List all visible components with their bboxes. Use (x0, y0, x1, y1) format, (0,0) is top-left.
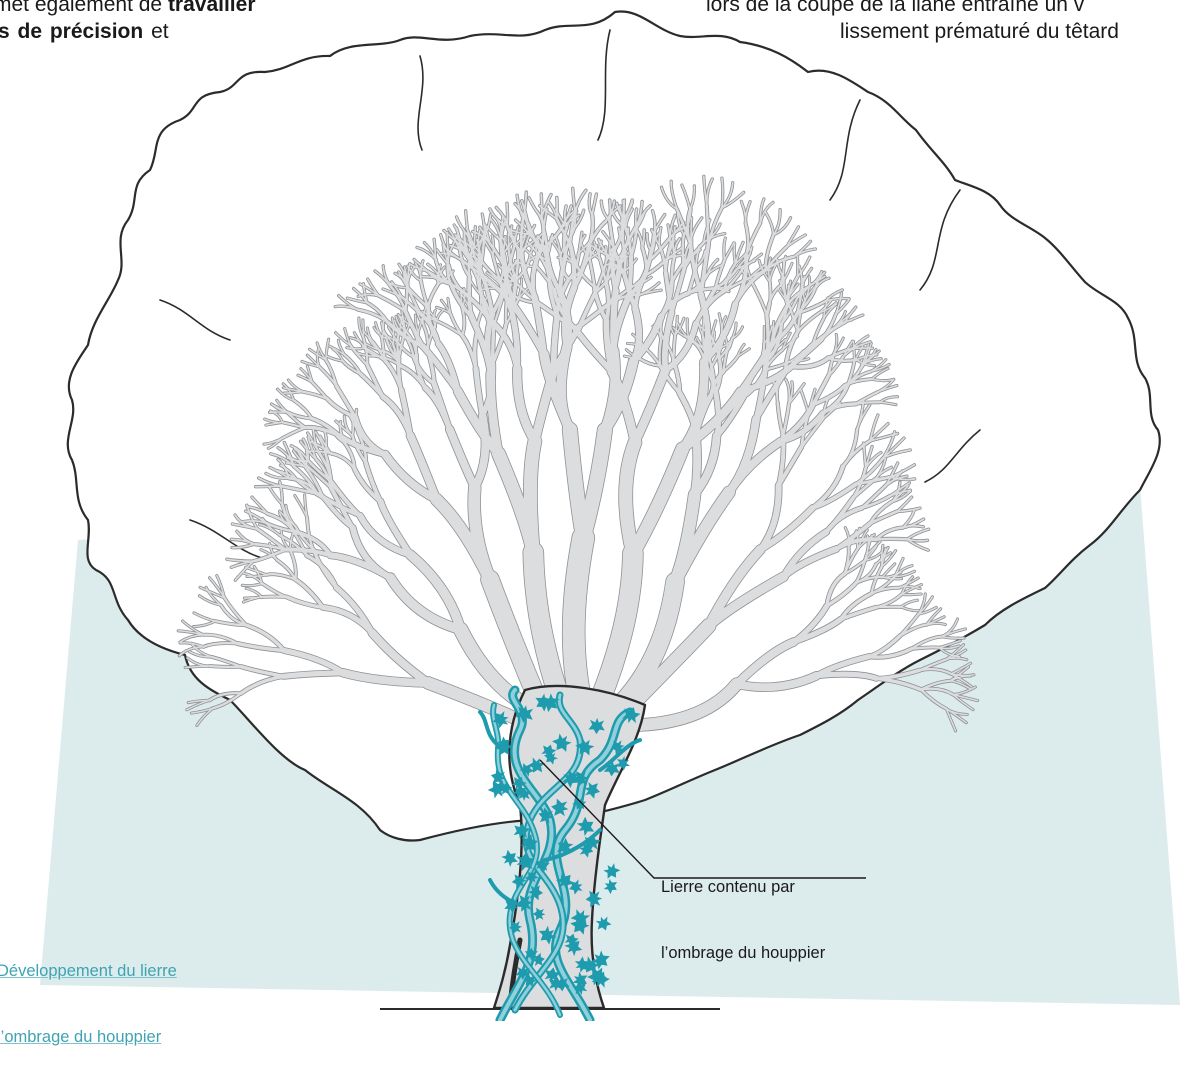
branch (722, 178, 723, 208)
branch (363, 320, 364, 339)
branch (530, 441, 535, 552)
branch (210, 666, 242, 667)
branch (606, 284, 608, 321)
branch (256, 486, 282, 487)
article-text-fragment: met également de (0, 0, 168, 16)
caption-line[interactable]: l’ombrage du houppier (0, 1026, 177, 1048)
article-text-line: lissement prématuré du têtard (840, 18, 1119, 45)
article-text-bold: s de précision (0, 20, 143, 43)
branch (508, 234, 509, 254)
branch (624, 200, 625, 221)
article-text-line: s de précision et (0, 18, 169, 45)
callout-line: l’ombrage du houppier (661, 942, 825, 964)
branch (609, 200, 610, 220)
tree-ivy-illustration (0, 0, 1188, 1021)
branch (876, 607, 901, 608)
branch (507, 203, 508, 225)
branch (683, 235, 684, 270)
branch (902, 594, 922, 595)
article-text-line: met également de travailler (0, 0, 256, 18)
branch (506, 295, 507, 325)
ivy-callout-label: Lierre contenu par l’ombrage du houppier (661, 832, 825, 986)
branch (475, 335, 477, 369)
article-text-line: lors de la coupe de la liane entraîne un… (706, 0, 1084, 18)
branch (876, 539, 907, 540)
branch (636, 209, 637, 229)
article-text-bold: travailler (168, 0, 256, 16)
branch (716, 392, 719, 436)
branch (574, 538, 584, 698)
figure-caption-link[interactable]: Développement du lierre l’ombrage du hou… (0, 916, 177, 1070)
caption-line[interactable]: Développement du lierre (0, 960, 177, 982)
branch (478, 251, 479, 280)
callout-line: Lierre contenu par (661, 876, 825, 898)
article-text-fragment: et (151, 20, 169, 43)
